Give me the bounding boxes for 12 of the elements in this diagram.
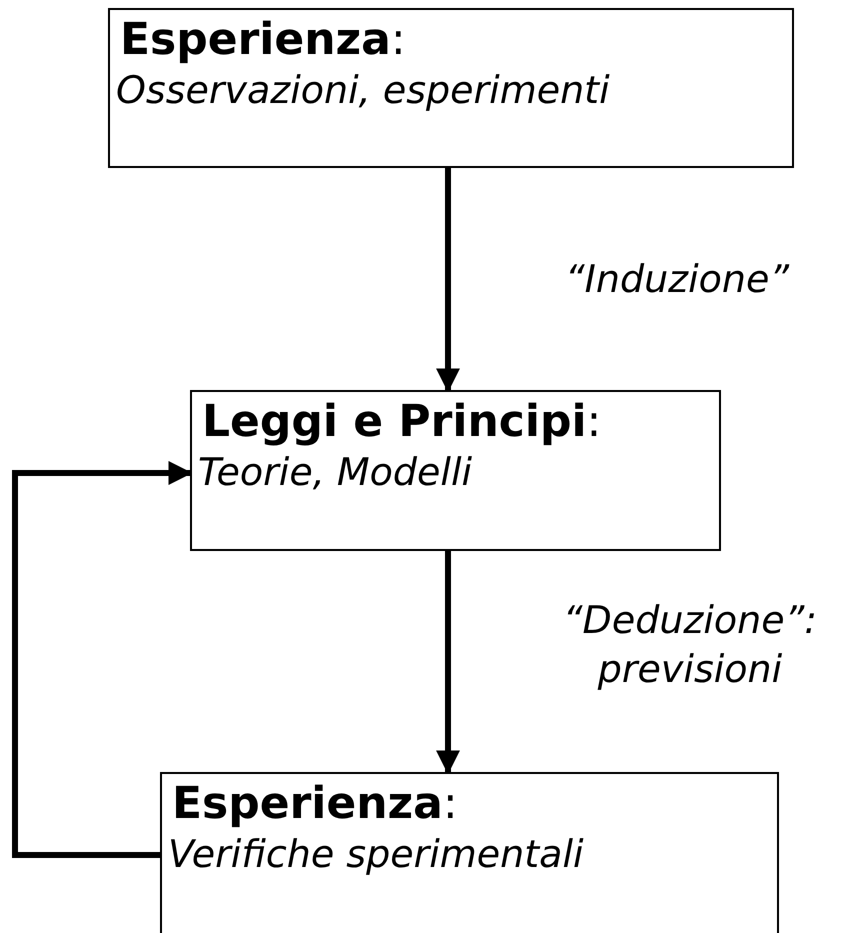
- box-description: Osservazioni, esperimenti: [116, 66, 610, 114]
- box-heading: Esperienza:: [172, 778, 458, 831]
- process-box: [190, 390, 721, 551]
- arrow: [436, 168, 460, 392]
- box-heading: Leggi e Principi:: [202, 396, 602, 449]
- box-heading: Esperienza:: [120, 14, 406, 67]
- process-box: [160, 772, 779, 933]
- box-description: Teorie, Modelli: [198, 448, 472, 496]
- process-box: [108, 8, 794, 168]
- arrow: [436, 551, 460, 774]
- arrow: [12, 461, 192, 858]
- box-description: Verifiche sperimentali: [168, 830, 584, 878]
